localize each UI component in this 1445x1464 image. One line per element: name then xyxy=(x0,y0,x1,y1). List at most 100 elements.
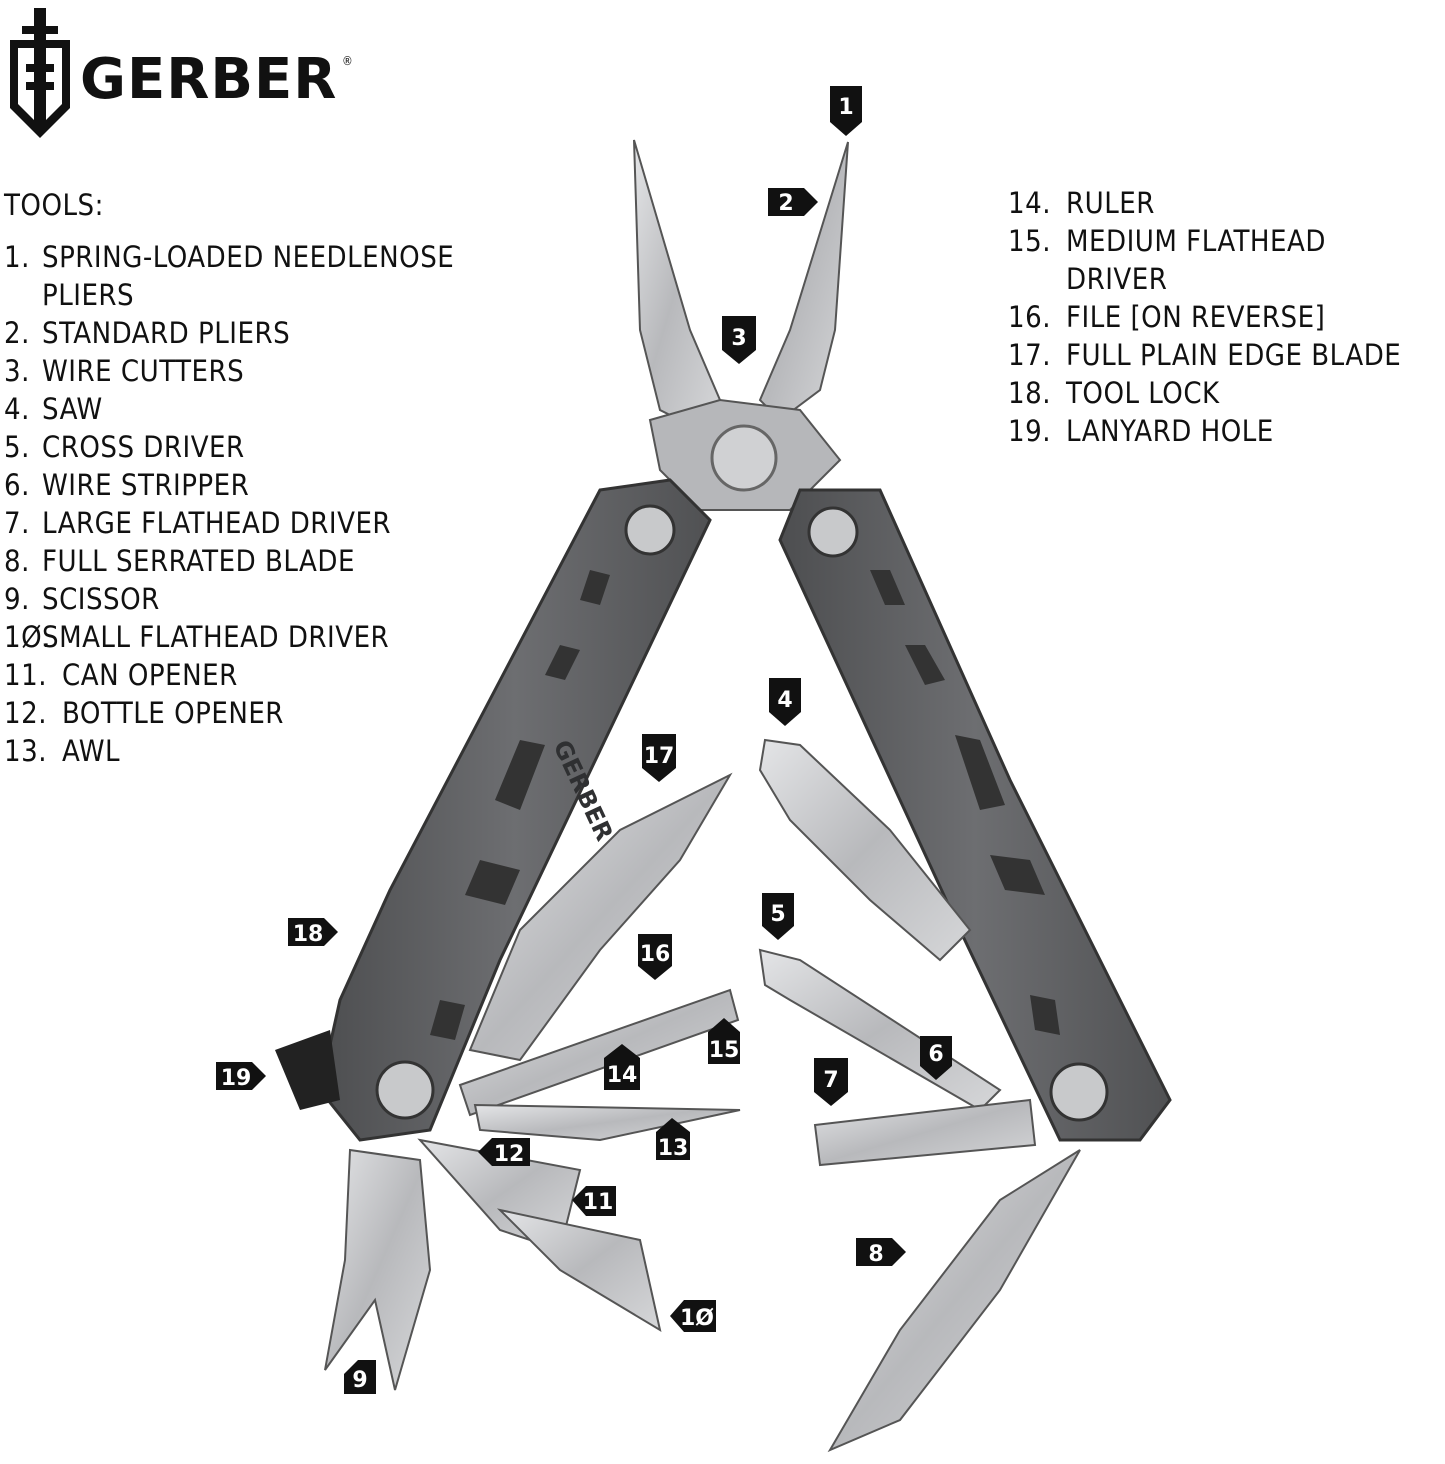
serrated-blade xyxy=(827,1149,1081,1453)
svg-text:6: 6 xyxy=(928,1042,943,1067)
svg-text:14: 14 xyxy=(607,1063,638,1088)
legend-item: 8. FULL SERRATED BLADE xyxy=(4,542,454,580)
legend-label-continued: DRIVER xyxy=(1066,262,1168,296)
legend-label: CAN OPENER xyxy=(62,658,238,692)
legend-label: MEDIUM FLATHEAD xyxy=(1066,224,1326,258)
legend-label: AWL xyxy=(62,734,121,768)
svg-text:11: 11 xyxy=(583,1190,614,1215)
svg-text:3: 3 xyxy=(731,326,746,351)
plain-edge-blade xyxy=(468,772,733,1062)
brand-logo: GERBER ® xyxy=(0,0,360,140)
legend-number: 13. xyxy=(4,734,47,768)
legend-label: BOTTLE OPENER xyxy=(62,696,284,730)
callout-4: 4 xyxy=(769,678,801,726)
svg-text:16: 16 xyxy=(640,942,671,967)
callout-5: 5 xyxy=(762,893,794,940)
callout-6: 6 xyxy=(920,1036,952,1080)
legend-label: STANDARD PLIERS xyxy=(42,316,291,350)
callout-19: 19 xyxy=(216,1062,266,1091)
legend-item: 5.CROSS DRIVER xyxy=(4,428,454,466)
svg-text:18: 18 xyxy=(293,922,324,947)
legend-label: SPRING-LOADED NEEDLENOSE xyxy=(42,240,455,274)
legend-item: 18.TOOL LOCK xyxy=(1008,374,1401,412)
saw-blade xyxy=(758,738,972,962)
legend-item: 14. RULER xyxy=(1008,184,1401,222)
legend-item: 3. WIRE CUTTERS xyxy=(4,352,454,390)
legend-item: 2. STANDARD PLIERS xyxy=(4,314,454,352)
svg-text:12: 12 xyxy=(494,1142,525,1167)
legend-number: 2. xyxy=(4,316,30,350)
legend-label: FULL SERRATED BLADE xyxy=(42,544,355,578)
legend-item: 6. WIRE STRIPPER xyxy=(4,466,454,504)
callout-9: 9 xyxy=(344,1360,376,1394)
right-handle xyxy=(778,488,1172,1142)
legend-heading: TOOLS: xyxy=(4,188,104,222)
callout-17: 17 xyxy=(642,734,676,782)
legend-number: 15. xyxy=(1008,224,1051,258)
awl xyxy=(473,1103,741,1142)
needlenose-pliers xyxy=(633,139,849,511)
svg-text:8: 8 xyxy=(868,1242,883,1267)
svg-text:9: 9 xyxy=(352,1368,367,1393)
callout-12: 12 xyxy=(478,1138,530,1167)
legend-item: 4. SAW xyxy=(4,390,454,428)
legend-label: FULL PLAIN EDGE BLADE xyxy=(1066,338,1402,372)
legend-number: 4. xyxy=(4,392,30,426)
legend-number: 3. xyxy=(4,354,30,388)
legend-label: LARGE FLATHEAD DRIVER xyxy=(42,506,392,540)
ruler xyxy=(458,988,740,1117)
legend-label: FILE [ON REVERSE] xyxy=(1066,300,1326,334)
legend-number: 11. xyxy=(4,658,47,692)
legend-label: WIRE CUTTERS xyxy=(42,354,245,388)
legend-label: WIRE STRIPPER xyxy=(42,468,250,502)
callout-7: 7 xyxy=(814,1058,848,1106)
legend-label: SAW xyxy=(42,392,103,426)
legend-number: 7. xyxy=(4,506,30,540)
legend-item: 7. LARGE FLATHEAD DRIVER xyxy=(4,504,454,542)
lanyard-hole xyxy=(275,1030,340,1110)
legend-item: 1Ø.SMALL FLATHEAD DRIVER xyxy=(4,618,454,656)
legend-item: 1. SPRING-LOADED NEEDLENOSE xyxy=(4,238,454,276)
svg-text:5: 5 xyxy=(770,902,785,927)
large-flathead-driver xyxy=(813,1098,1037,1167)
svg-text:17: 17 xyxy=(644,744,675,769)
legend-label: LANYARD HOLE xyxy=(1066,414,1274,448)
callout-8: 8 xyxy=(856,1238,906,1267)
gerber-shield-sword-icon xyxy=(10,8,70,138)
callout-3: 3 xyxy=(722,316,756,364)
legend-label: RULER xyxy=(1066,186,1155,220)
legend-label-continued: PLIERS xyxy=(42,278,135,312)
legend-label: SCISSOR xyxy=(42,582,160,616)
scissor xyxy=(324,1148,432,1391)
legend-number: 16. xyxy=(1008,300,1051,334)
registered-mark: ® xyxy=(342,54,353,68)
legend-label: SMALL FLATHEAD DRIVER xyxy=(42,620,390,654)
svg-text:19: 19 xyxy=(221,1066,252,1091)
legend-item: 11. CAN OPENER xyxy=(4,656,454,694)
legend-number: 6. xyxy=(4,468,30,502)
callout-2: 2 xyxy=(768,188,818,216)
callout-15: 15 xyxy=(708,1018,740,1064)
legend-number: 1. xyxy=(4,240,30,274)
svg-text:2: 2 xyxy=(778,191,793,216)
callout-1: 1 xyxy=(830,86,862,136)
svg-text:4: 4 xyxy=(777,688,792,713)
callout-10: 1Ø xyxy=(670,1300,716,1332)
legend-number: 19. xyxy=(1008,414,1051,448)
legend-item: 9. SCISSOR xyxy=(4,580,454,618)
legend-number: 9. xyxy=(4,582,30,616)
callout-11: 11 xyxy=(572,1186,616,1216)
small-flathead-driver xyxy=(496,1208,662,1333)
svg-text:1: 1 xyxy=(838,95,853,120)
left-handle: GERBER xyxy=(318,478,712,1142)
legend-item: 13. AWL xyxy=(4,732,454,770)
svg-text:13: 13 xyxy=(658,1136,689,1161)
legend-number: 14. xyxy=(1008,186,1051,220)
callout-16: 16 xyxy=(638,934,672,980)
legend-number: 8. xyxy=(4,544,30,578)
legend-number: 17. xyxy=(1008,338,1051,372)
legend-item: 12.BOTTLE OPENER xyxy=(4,694,454,732)
legend-item: 19. LANYARD HOLE xyxy=(1008,412,1401,450)
